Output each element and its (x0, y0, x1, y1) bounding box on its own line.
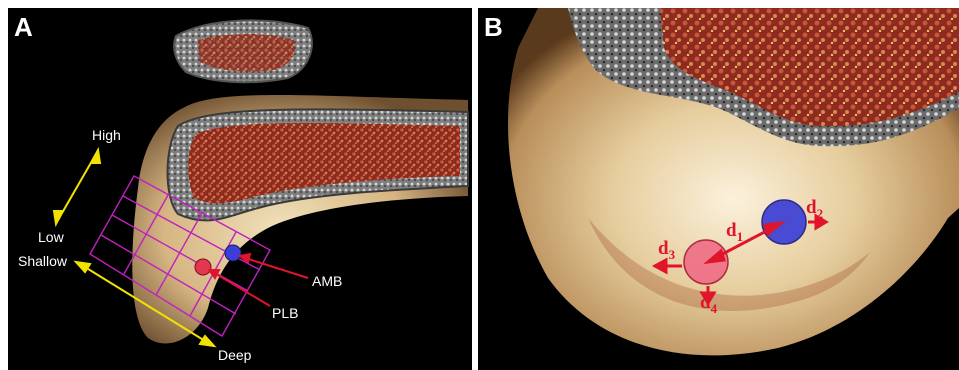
label-low: Low (38, 229, 65, 245)
panel-b-notch-closeup: d1 d2 d3 d4 B (478, 8, 959, 370)
label-amb: AMB (312, 273, 342, 289)
panel-a-illustration: High Low Shallow Deep AMB PLB (8, 8, 472, 370)
panel-b-letter: B (484, 12, 503, 43)
label-high: High (92, 127, 121, 143)
femur-bone (132, 95, 468, 343)
panel-b-illustration: d1 d2 d3 d4 (478, 8, 959, 370)
amb-tunnel-marker (225, 245, 241, 261)
label-plb: PLB (272, 305, 298, 321)
plb-tunnel-marker (195, 259, 211, 275)
patella-fragment (174, 20, 312, 82)
panel-a-letter: A (14, 12, 33, 43)
label-shallow: Shallow (18, 253, 68, 269)
panel-a-femur-3d-view: High Low Shallow Deep AMB PLB A (8, 8, 472, 370)
label-deep: Deep (218, 347, 252, 363)
